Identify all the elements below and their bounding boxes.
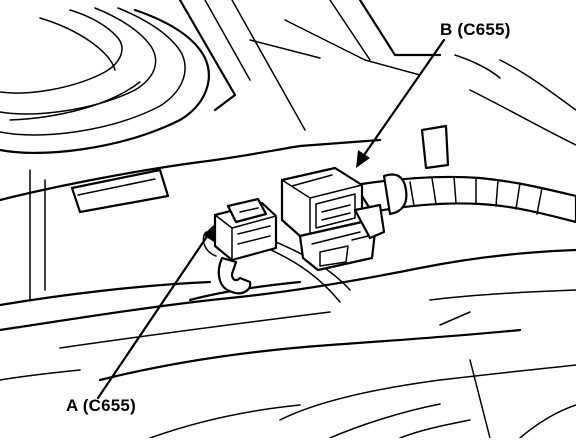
connector-a-label: A (C655)	[66, 396, 136, 415]
wire-harness	[188, 124, 576, 303]
connector-b-body	[280, 166, 386, 272]
leader-arrow-b	[356, 38, 446, 168]
spare-tire-well	[0, 7, 210, 154]
connector-b-label: B (C655)	[440, 20, 511, 39]
connector-a-body	[202, 197, 278, 295]
leader-arrow-a	[96, 223, 216, 400]
